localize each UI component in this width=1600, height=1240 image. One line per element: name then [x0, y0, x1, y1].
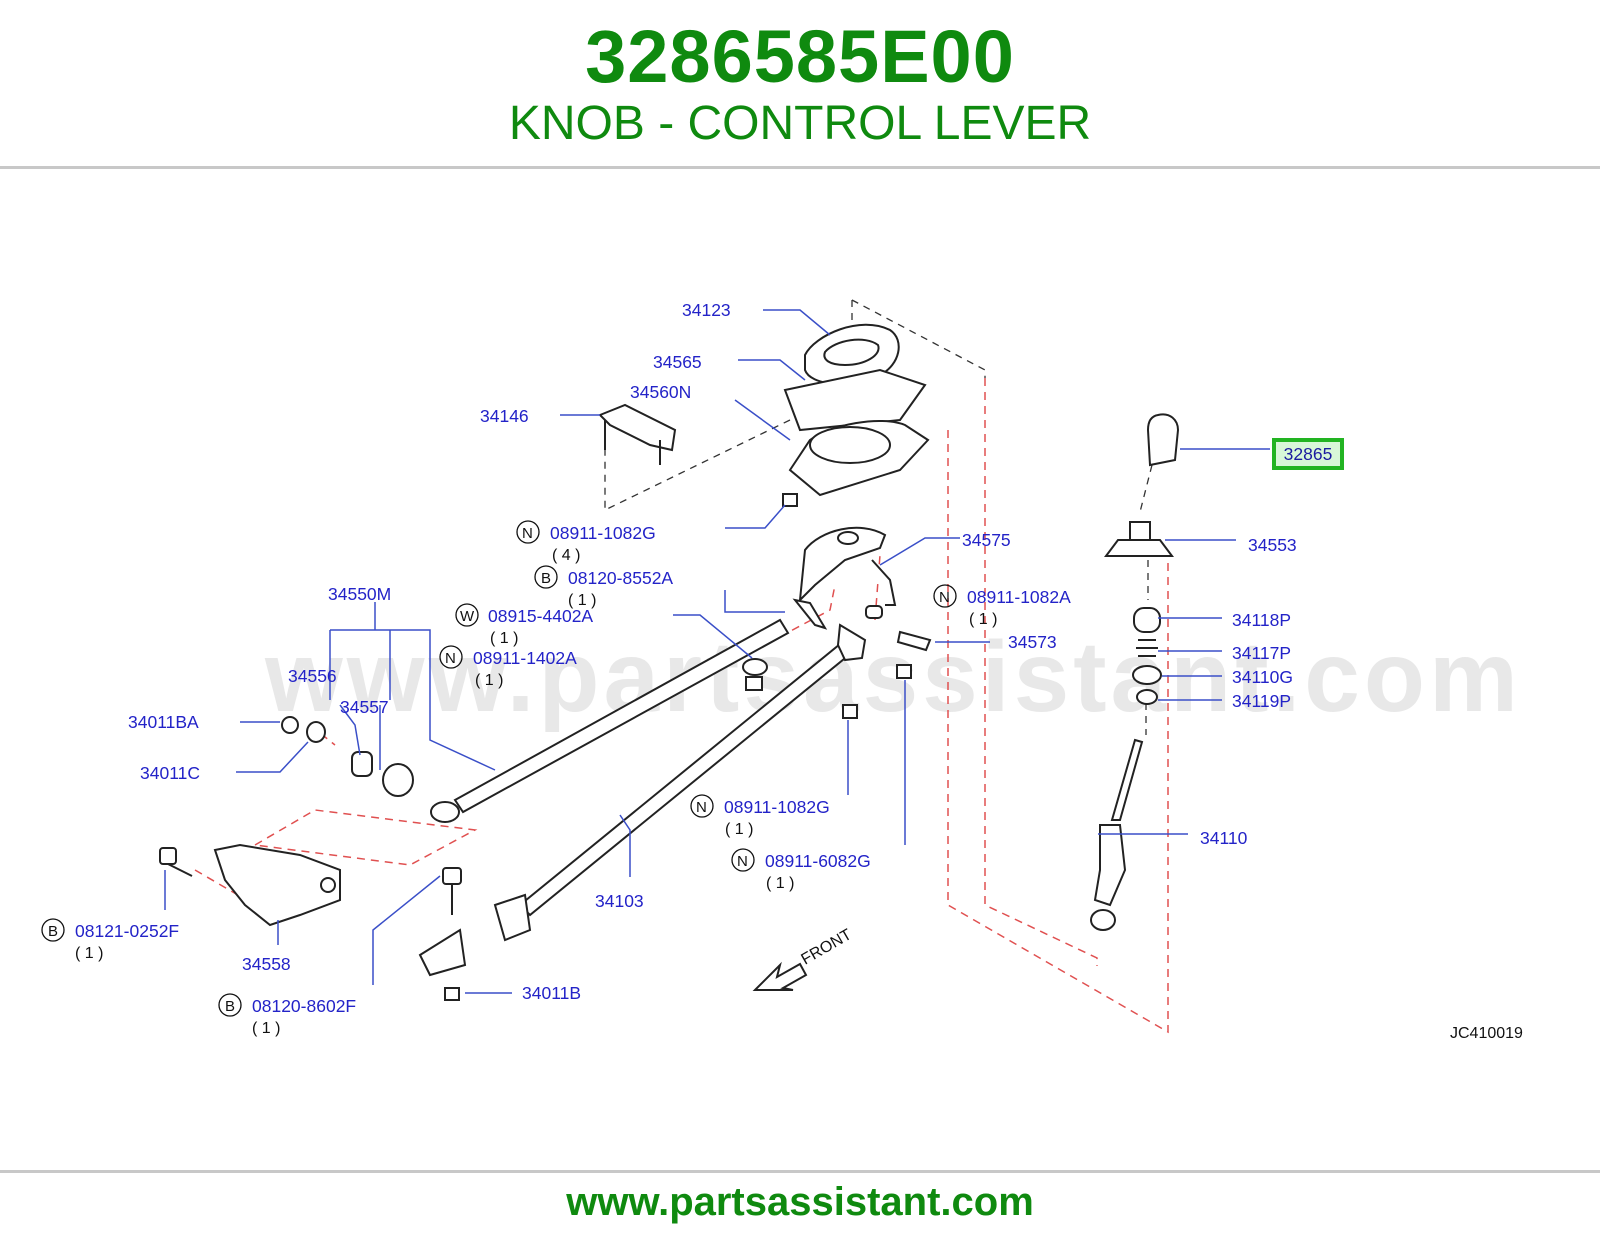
highlighted-part-label[interactable]: 32865 — [1283, 444, 1333, 464]
mount-bracket-part — [159, 843, 341, 927]
label-34575: 34575 — [962, 530, 1011, 550]
fastener-qty: ( 1 ) — [766, 875, 794, 892]
label-34558: 34558 — [242, 954, 291, 974]
part-labels: 34123 34565 34560N 34146 34575 34553 341… — [128, 300, 1297, 1003]
fastener-08911-1082G-4: N 08911-1082G ( 4 ) — [516, 520, 656, 564]
part-number-title: 3286585E00 — [585, 15, 1015, 98]
label-34553: 34553 — [1248, 535, 1297, 555]
fastener-prefix: N — [737, 853, 748, 870]
fastener-08120-8552A: B 08120-8552A ( 1 ) — [534, 565, 673, 609]
label-34146: 34146 — [480, 406, 529, 426]
label-34011B: 34011B — [522, 983, 581, 1003]
bracket-part — [598, 403, 677, 465]
fastener-code: 08911-1082G — [550, 523, 656, 543]
boot-assembly-part — [782, 323, 930, 507]
label-34110: 34110 — [1200, 828, 1248, 848]
fastener-code: 08120-8552A — [568, 568, 673, 588]
fastener-prefix: N — [522, 525, 533, 542]
fastener-callouts: N 08911-1082G ( 4 ) B 08120-8552A ( 1 ) … — [41, 520, 1071, 1037]
label-34557: 34557 — [340, 697, 389, 717]
fastener-prefix: B — [48, 923, 58, 940]
front-label: FRONT — [799, 926, 855, 968]
label-34118P: 34118P — [1232, 610, 1291, 630]
label-34110G: 34110G — [1232, 667, 1293, 687]
fastener-prefix: B — [225, 998, 235, 1015]
lever-bracket-part — [798, 526, 897, 619]
fastener-qty: ( 1 ) — [252, 1020, 280, 1037]
footer-divider — [0, 1170, 1600, 1173]
fastener-prefix: B — [541, 570, 551, 587]
label-34011C: 34011C — [140, 763, 200, 783]
label-34550M: 34550M — [328, 584, 391, 604]
header-divider — [0, 166, 1600, 169]
fastener-prefix: W — [460, 608, 475, 625]
fastener-qty: ( 1 ) — [725, 821, 753, 838]
fastener-08911-6082G: N 08911-6082G ( 1 ) — [731, 848, 871, 892]
label-34011BA: 34011BA — [128, 712, 199, 732]
fastener-code: 08911-1082A — [967, 587, 1071, 607]
fastener-code: 08121-0252F — [75, 921, 179, 941]
fastener-08911-1402A: N 08911-1402A ( 1 ) — [439, 645, 577, 689]
fastener-08120-8602F: B 08120-8602F ( 1 ) — [218, 993, 356, 1037]
reference-lines — [194, 299, 1169, 1034]
label-34117P: 34117P — [1232, 643, 1291, 663]
fastener-qty: ( 1 ) — [75, 945, 103, 962]
fastener-qty: ( 1 ) — [475, 672, 503, 689]
label-34119P: 34119P — [1232, 691, 1291, 711]
watermark: www.partsassistant.com — [265, 621, 1522, 733]
fastener-08121-0252F: B 08121-0252F ( 1 ) — [41, 918, 179, 962]
fastener-qty: ( 4 ) — [552, 547, 580, 564]
fastener-qty: ( 1 ) — [490, 630, 518, 647]
label-34103: 34103 — [595, 891, 644, 911]
label-34560N: 34560N — [630, 382, 691, 402]
fastener-qty: ( 1 ) — [969, 611, 997, 628]
leader-lines — [164, 309, 1270, 994]
bushings-nuts — [281, 630, 932, 1001]
fastener-08911-1082A: N 08911-1082A ( 1 ) — [933, 584, 1071, 628]
footer-url-link[interactable]: www.partsassistant.com — [566, 1180, 1034, 1224]
fastener-code: 08911-1082G — [724, 797, 830, 817]
fastener-code: 08915-4402A — [488, 606, 593, 626]
label-34556: 34556 — [288, 666, 337, 686]
fastener-08915-4402A: W 08915-4402A ( 1 ) — [455, 603, 593, 647]
shift-lever-stack — [1090, 413, 1180, 931]
label-34123: 34123 — [682, 300, 731, 320]
fastener-prefix: N — [939, 589, 950, 606]
fastener-code: 08911-1402A — [473, 648, 577, 668]
fastener-qty: ( 1 ) — [568, 592, 596, 609]
drawing-code: JC410019 — [1450, 1025, 1523, 1042]
fastener-08911-1082G-1: N 08911-1082G ( 1 ) — [690, 794, 830, 838]
front-arrow-icon: FRONT — [752, 926, 855, 991]
control-rods — [430, 598, 867, 942]
part-description: KNOB - CONTROL LEVER — [508, 97, 1092, 150]
fastener-code: 08911-6082G — [765, 851, 871, 871]
highlighted-part-box — [1272, 438, 1344, 470]
label-34573: 34573 — [1008, 632, 1057, 652]
label-34565: 34565 — [653, 352, 702, 372]
fastener-prefix: N — [696, 799, 707, 816]
fastener-prefix: N — [445, 650, 456, 667]
fastener-code: 08120-8602F — [252, 996, 356, 1016]
